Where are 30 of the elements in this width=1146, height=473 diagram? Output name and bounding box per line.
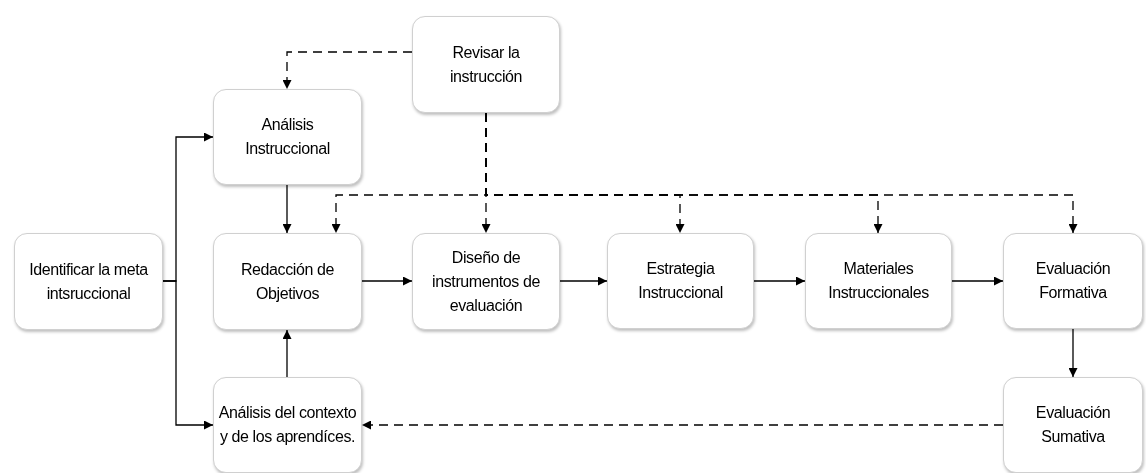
box-label: Estrategia Instruccional: [637, 259, 724, 303]
box-label: Identificar la meta intsruccional: [28, 259, 149, 304]
arrow: [559, 276, 608, 286]
process-box: [14, 233, 163, 330]
process-box: [213, 377, 362, 473]
box-label: Diseño de instrumentos de evaluación: [431, 247, 541, 316]
box-label: Análisis del contexto y de los aprendíces.: [218, 403, 357, 447]
process-box: [412, 16, 560, 113]
box-label: Evaluación Sumativa: [1034, 403, 1112, 447]
arrow: [282, 329, 292, 378]
process-box: [1003, 377, 1143, 473]
box-label: Redacción de Objetivos: [239, 259, 335, 304]
arrow: [753, 276, 806, 286]
arrow: [951, 276, 1004, 286]
arrow: [282, 184, 292, 234]
box-label: Evaluación Formativa: [1034, 259, 1112, 303]
process-box: [607, 233, 754, 329]
process-box: [213, 89, 362, 185]
dashed-arrow: [282, 51, 413, 90]
box-label: Análisis Instruccional: [244, 115, 331, 159]
box-label: Materiales Instruccionales: [827, 259, 930, 303]
dashed-arrow: [361, 420, 1004, 430]
process-box: [1003, 233, 1143, 329]
process-box: [805, 233, 952, 329]
process-box: [213, 233, 362, 330]
arrow: [361, 276, 413, 286]
process-box: [412, 233, 560, 330]
arrow: [1068, 328, 1078, 378]
arrow: [162, 280, 214, 430]
box-label: Revisar la instrucción: [448, 42, 524, 87]
